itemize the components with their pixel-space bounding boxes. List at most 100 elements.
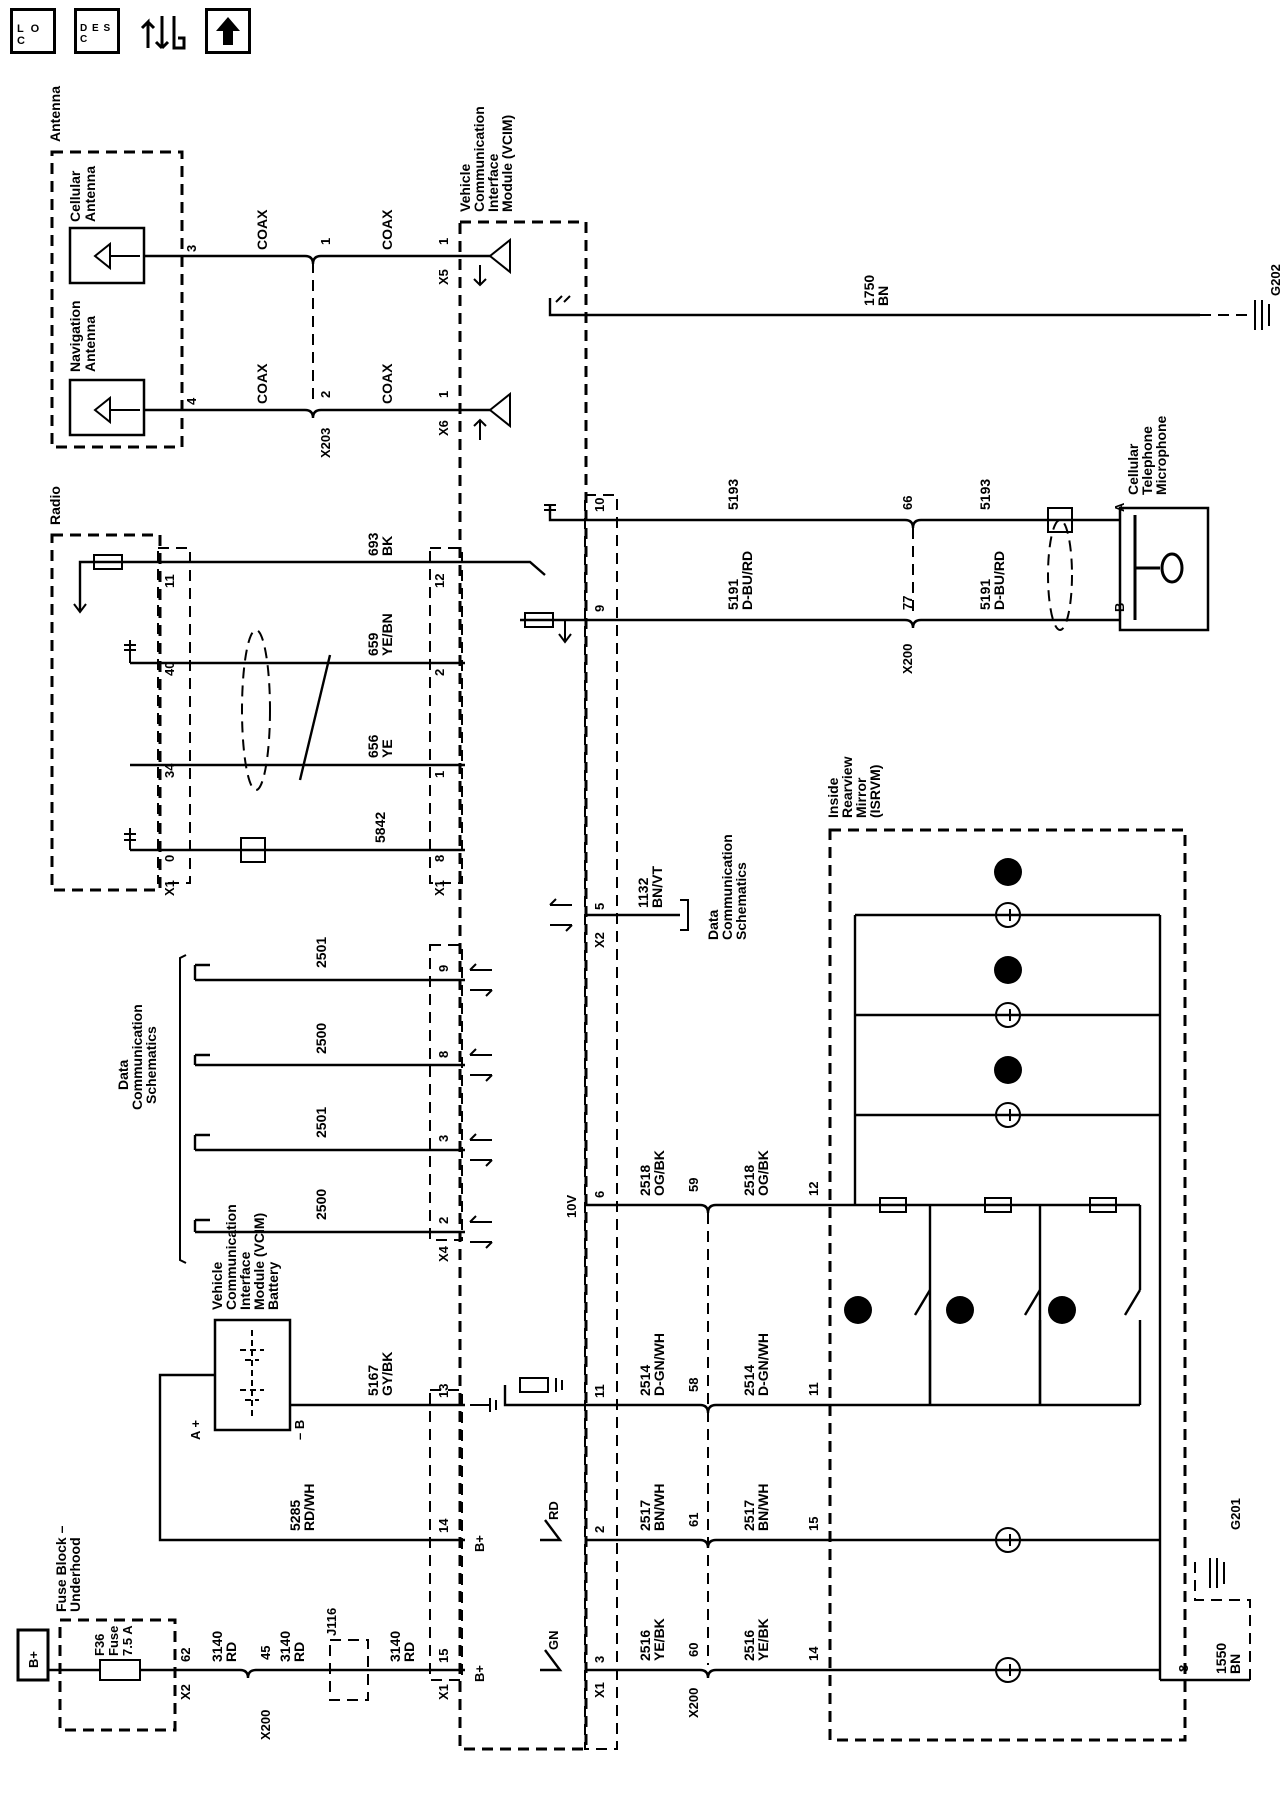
navigation-antenna-box (68, 378, 146, 437)
phone-button-icon[interactable] (994, 858, 1022, 886)
svg-text:Interface: Interface (485, 153, 501, 212)
onstar-switch-icon[interactable] (946, 1296, 974, 1324)
pin-4: 4 (184, 397, 199, 405)
x1-label: X1 (436, 1684, 451, 1700)
wire-3140-color: RD (401, 1642, 417, 1662)
pin-1: 1 (436, 391, 451, 398)
wire-2514-number: 2514 (637, 1365, 653, 1396)
description-icon-text: D E S C (80, 23, 112, 45)
phone-switch-icon[interactable] (1048, 1296, 1076, 1324)
pin-11: 11 (592, 1384, 607, 1398)
g201-label: G201 (1228, 1498, 1243, 1530)
wire-2517-number: 2517 (637, 1500, 653, 1531)
ground-icon (555, 1378, 563, 1392)
connector-wrench-icon[interactable] (140, 8, 192, 56)
fuse-icon (99, 1659, 141, 1681)
svg-text:Interface: Interface (237, 1251, 253, 1310)
svg-text:Communication: Communication (719, 834, 735, 940)
navigation-antenna-icon (93, 395, 140, 425)
wire-1550-number: 1550 (1213, 1643, 1229, 1674)
wire-5193-number: 5193 (725, 479, 741, 510)
emergency-button-icon[interactable] (994, 1056, 1022, 1084)
wire-5191-number: 5191 (977, 579, 993, 610)
wire-2514-color: D-GN/WH (651, 1333, 667, 1396)
svg-text:Underhood: Underhood (67, 1537, 83, 1612)
svg-text:Vehicle: Vehicle (457, 164, 473, 212)
wire-3140-number: 3140 (387, 1631, 403, 1662)
b-plus-label: B+ (472, 1535, 487, 1552)
wire-2500-number: 2500 (313, 1189, 329, 1220)
ground-icon (555, 295, 571, 303)
arrow-icon (558, 620, 572, 644)
pin-2: 2 (592, 1526, 607, 1533)
j116-label: J116 (324, 1608, 339, 1636)
x203-label: X203 (318, 428, 333, 458)
switch-icon (540, 1519, 563, 1672)
wire-1132-color: BN/VT (649, 866, 665, 908)
wire-1750-number: 1750 (861, 275, 877, 306)
description-icon[interactable]: D E S C (74, 8, 120, 54)
pin-61: 61 (686, 1513, 701, 1527)
svg-text:Fuse Block –: Fuse Block – (53, 1525, 69, 1612)
ground-icon (544, 504, 556, 511)
pin-1: 1 (436, 238, 451, 245)
pin-8: 8 (1176, 1665, 1191, 1672)
radio-box (50, 533, 162, 892)
wire-656-number: 656 (365, 734, 381, 758)
shield-icon (240, 837, 266, 863)
led-icon (995, 902, 1021, 1683)
x203-pin2-connector (304, 408, 322, 419)
emergency-switch-icon[interactable] (844, 1296, 872, 1324)
x6-label: X6 (436, 420, 451, 436)
pin-2: 2 (318, 391, 333, 398)
svg-text:Module (VCIM): Module (VCIM) (251, 1213, 267, 1310)
pin-58: 58 (686, 1378, 701, 1392)
onstar-button-icon[interactable] (994, 956, 1022, 984)
svg-text:Inside: Inside (825, 777, 841, 818)
bidirectional-arrow-icon (469, 963, 493, 1249)
up-arrow-icon[interactable] (205, 8, 251, 54)
svg-text:Fuse: Fuse (106, 1626, 121, 1656)
wire-3140-number: 3140 (209, 1631, 225, 1662)
wire-5191-color: D-BU/RD (739, 551, 755, 610)
arrow-icon (473, 418, 487, 440)
vcim-box (458, 220, 588, 1751)
wire-3140-color: RD (291, 1642, 307, 1662)
svg-text:Telephone: Telephone (1139, 426, 1155, 495)
navigation-antenna-label: Navigation Antenna (67, 300, 98, 372)
svg-text:7.5 A: 7.5 A (120, 1625, 135, 1656)
pin-15: 15 (806, 1517, 821, 1531)
location-icon[interactable]: L O C (10, 8, 56, 54)
pin-59: 59 (686, 1178, 701, 1192)
x2-label: X2 (178, 1684, 193, 1700)
pin-6: 6 (592, 1191, 607, 1198)
wire-2501-number: 2501 (313, 937, 329, 968)
svg-text:Data: Data (115, 1059, 131, 1090)
wire-2518-color: OG/BK (651, 1150, 667, 1196)
x200-pin77-connector (904, 618, 922, 629)
gn-label: GN (546, 1631, 561, 1651)
svg-text:Data: Data (705, 909, 721, 940)
b-plus-box (16, 1628, 50, 1682)
wire-2514-color: D-GN/WH (755, 1333, 771, 1396)
pin-14: 14 (436, 1518, 451, 1533)
coax-label: COAX (254, 363, 270, 404)
pin-11: 11 (162, 574, 177, 588)
coax-label: COAX (379, 209, 395, 250)
isrvm-label: Inside Rearview Mirror (ISRVM) (825, 756, 883, 818)
twisted-pair-icon (1047, 519, 1073, 631)
x200-label: X200 (900, 644, 915, 674)
location-icon-text: L O C (17, 23, 42, 47)
resistor-icon (524, 612, 554, 628)
pin-b: B (1112, 603, 1127, 612)
microphone-icon (1160, 552, 1184, 584)
svg-text:F36: F36 (92, 1634, 107, 1656)
battery-icon (240, 1330, 264, 1420)
x4-label: X4 (436, 1245, 451, 1262)
twisted-pair-icon (241, 629, 271, 791)
svg-text:Antenna: Antenna (82, 166, 98, 222)
microphone-icon (1133, 515, 1160, 620)
j116-box (329, 1639, 369, 1701)
pin-3: 3 (436, 1135, 451, 1142)
